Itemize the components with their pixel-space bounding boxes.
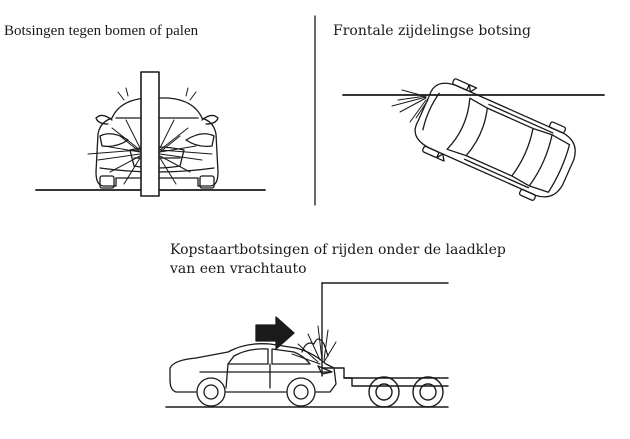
car-top-view <box>414 78 576 201</box>
side-collision-scene <box>342 78 605 201</box>
pole-collision-scene <box>35 71 266 197</box>
impact-burst-rear <box>291 325 337 365</box>
car-side-view <box>169 343 337 407</box>
impact-burst-side <box>391 89 429 123</box>
arrow-right-icon <box>255 316 295 350</box>
caption-trees-poles: Botsingen tegen bomen of palen <box>4 23 199 39</box>
caption-truck-line-2: van een vrachtauto <box>170 261 307 277</box>
truck-underride-scene <box>165 282 449 408</box>
impact-marks-top <box>117 87 197 101</box>
impact-burst-pole-left <box>87 119 141 185</box>
pole <box>140 71 160 197</box>
impact-burst-pole-right <box>159 119 213 185</box>
caption-truck-line-1: Kopstaartbotsingen of rijden onder de la… <box>170 242 506 258</box>
truck <box>321 282 449 408</box>
caption-truck-underride: Kopstaartbotsingen of rijden onder de la… <box>170 241 506 279</box>
caption-frontal-side: Frontale zijdelingse botsing <box>333 23 531 39</box>
